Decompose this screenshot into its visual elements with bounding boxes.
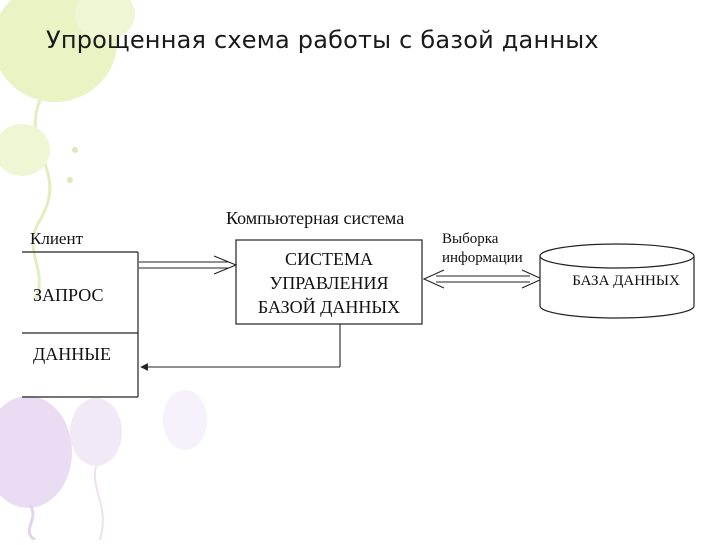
selection-line-1: Выборка: [442, 231, 499, 247]
balloon-string-bottom: [27, 504, 36, 542]
dbms-line-2: УПРАВЛЕНИЯ: [270, 273, 389, 293]
decorative-balloons: [0, 0, 207, 542]
slide-title: Упрощенная схема работы с базой данных: [46, 26, 599, 54]
selection-arrow: [422, 269, 544, 289]
database-label: БАЗА ДАННЫХ: [572, 273, 680, 289]
client-label: Клиент: [30, 229, 84, 248]
dbms-line-3: БАЗОЙ ДАННЫХ: [258, 297, 400, 317]
balloon-lilac-faint: [163, 390, 207, 450]
computer-system-block: Компьютерная система СИСТЕМА УПРАВЛЕНИЯ …: [226, 208, 423, 325]
dbms-line-1: СИСТЕМА: [285, 249, 373, 269]
computer-system-label: Компьютерная система: [226, 208, 404, 228]
balloon-lilac-small: [70, 398, 122, 466]
request-arrow: [139, 255, 238, 275]
balloon-string-bottom-2: [93, 465, 104, 541]
selection-label: Выборка информации: [442, 231, 523, 266]
sparkle-star-2: [67, 177, 73, 183]
balloon-green-small: [75, 0, 135, 40]
database-cylinder: БАЗА ДАННЫХ: [539, 243, 695, 319]
balloon-lilac-large: [0, 396, 72, 508]
balloon-green-mid: [0, 124, 50, 176]
dbms-box: [235, 239, 423, 325]
selection-line-2: информации: [442, 250, 523, 266]
client-block: Клиент ЗАПРОС ДАННЫЕ: [22, 229, 139, 398]
data-return-arrow: [140, 324, 341, 371]
request-label: ЗАПРОС: [33, 285, 103, 305]
data-label: ДАННЫЕ: [33, 344, 111, 364]
sparkle-star-1: [72, 147, 78, 153]
